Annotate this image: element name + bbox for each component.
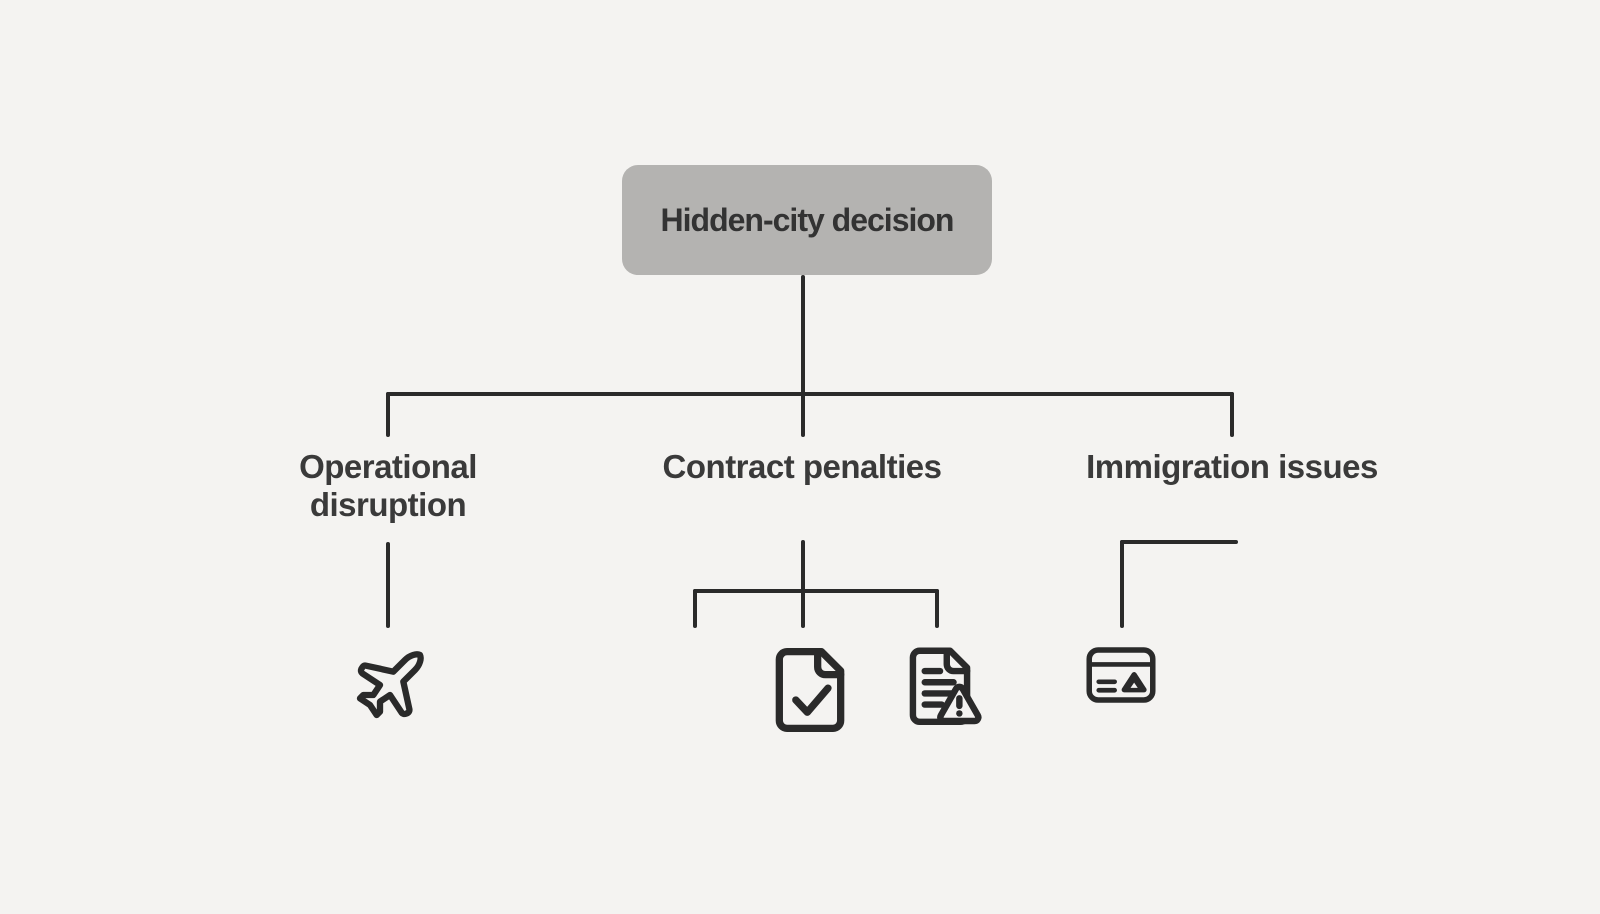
airplane-icon	[350, 645, 430, 725]
branch-label-contract-penalties: Contract penalties	[662, 448, 942, 485]
connector-left-drop	[386, 392, 390, 437]
connector-operational-stem	[386, 542, 390, 628]
id-card-icon	[1085, 645, 1157, 705]
connector-contract-sub-horizontal	[693, 589, 939, 593]
connector-contract-sub-left-drop	[693, 589, 697, 628]
connector-immigration-elbow-vertical	[1120, 540, 1124, 628]
connector-immigration-elbow-horizontal	[1120, 540, 1238, 544]
branch-label-immigration-issues: Immigration issues	[1086, 448, 1378, 485]
connector-main-horizontal	[386, 392, 1234, 396]
connector-right-drop	[1230, 392, 1234, 437]
root-node: Hidden-city decision	[622, 165, 992, 275]
connector-contract-stem	[801, 540, 805, 628]
connector-contract-sub-right-drop	[935, 589, 939, 628]
root-node-label: Hidden-city decision	[660, 201, 955, 238]
connector-root-stem	[801, 275, 805, 437]
branch-label-operational-disruption: Operational disruption	[299, 448, 477, 523]
document-check-icon	[764, 644, 856, 736]
document-warning-icon	[896, 644, 984, 732]
